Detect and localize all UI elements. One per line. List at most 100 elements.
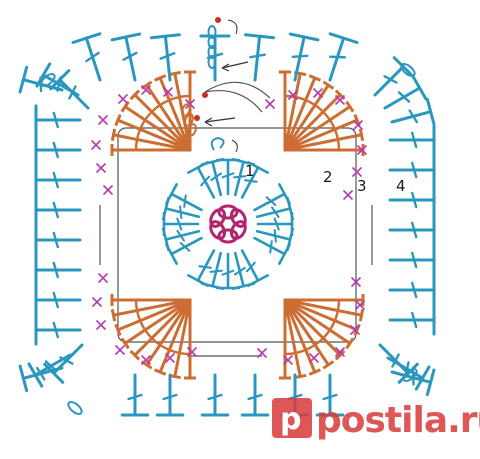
join-arrow [221,61,249,69]
stitch-slash [179,205,183,220]
join-arrow-curve [227,19,238,35]
stitch-post [386,356,425,380]
stitch-post [164,229,201,241]
stitch-post [124,35,137,82]
petal-fan [279,294,365,380]
stitch-post [211,160,223,197]
single-crochet-symbol [356,144,368,156]
stitch-slash [52,201,59,219]
double-crochet-symbol [187,161,216,199]
petal-spoke [158,298,192,374]
stitch-slash [408,109,419,124]
petal-spoke [133,298,192,357]
petal-spoke [133,93,192,152]
double-crochet-symbol [383,75,428,110]
single-crochet-symbol [350,276,362,288]
petal-arc [134,94,191,151]
single-crochet-symbol [114,344,126,356]
cross-stroke [334,94,346,106]
double-crochet-symbol [240,373,270,417]
stitch-slash [127,393,143,401]
single-crochet-symbol [95,162,107,174]
double-crochet-symbol [231,251,256,291]
cross-stroke [140,84,152,96]
double-crochet-symbol [34,254,82,286]
petal-spoke [173,298,192,379]
stitch-slash [183,194,187,208]
cross-stroke [282,354,294,366]
join-chain-link [207,55,217,69]
stitch-slash [411,281,418,299]
stitch-slash [270,206,280,219]
cross-stroke [95,162,107,174]
stitch-post [170,192,203,212]
single-crochet-symbol [140,354,152,366]
petal-top-bar [114,114,122,127]
cross-stroke [91,296,103,308]
double-crochet-symbol [34,314,82,346]
stitch-post [390,370,433,384]
round-3-single-crochets [90,84,368,366]
stitch-slash [85,51,100,63]
chain-loop [230,208,247,228]
petal-spoke [283,298,302,379]
double-crochet-symbol [161,227,201,252]
start-dot [202,92,208,98]
stitch-post [253,34,262,82]
round-2-petals [110,70,365,380]
petal-arc [284,299,341,356]
chain-arc-top-2 [204,89,263,113]
stitch-slash [411,161,418,179]
stitch-slash [176,229,186,242]
double-crochet-symbol [200,373,230,417]
stitch-top-bar [411,75,428,101]
stitch-post [233,251,245,288]
stitch-slash [35,366,46,381]
cross-stroke [164,352,176,364]
stitch-slash [221,269,235,276]
stitch-top-bar [187,274,209,287]
petal-top-bar [129,89,141,101]
cross-stroke [97,114,109,126]
stitch-post [253,192,286,212]
petal-spoke [283,298,342,357]
cross-stroke [184,98,196,110]
single-crochet-symbol [162,86,174,98]
cross-stroke [95,319,107,331]
petal-top-bar [322,360,335,370]
single-crochet-symbol [95,319,107,331]
single-crochet-symbol [97,272,109,284]
double-crochet-symbol [373,56,414,97]
cross-stroke [264,98,276,110]
stitch-slash [52,231,59,249]
stitch-post [240,249,260,282]
stitch-post [373,65,405,97]
watermark-p-badge [272,398,312,438]
cross-stroke [356,144,368,156]
double-crochet-symbol [388,244,436,276]
petal-spoke [283,298,352,345]
cross-stroke [351,166,363,178]
petal-spoke [283,76,317,152]
join-arrows [181,17,249,153]
arrow-head [221,63,230,72]
double-crochet-symbol [34,224,82,256]
watermark-logo: p postila.ru [272,398,480,441]
stitch-slash [411,311,418,329]
stitch-post [196,249,216,282]
stitch-slash [249,53,266,59]
stitch-top-bar [18,65,29,94]
single-crochet-symbol [287,89,299,101]
petal-spoke [283,298,359,332]
cross-stroke [354,299,366,311]
petal-top-bar [154,74,167,82]
double-crochet-symbol [34,194,82,226]
cross-stroke [256,347,268,359]
stitch-top-bar [288,32,320,42]
stitch-top-bar [278,243,291,265]
double-crochet-symbol [34,284,82,316]
join-arrow [204,117,236,123]
stitch-slash [176,217,183,231]
double-crochet-symbol [253,183,291,212]
stitch-slash [210,172,223,182]
